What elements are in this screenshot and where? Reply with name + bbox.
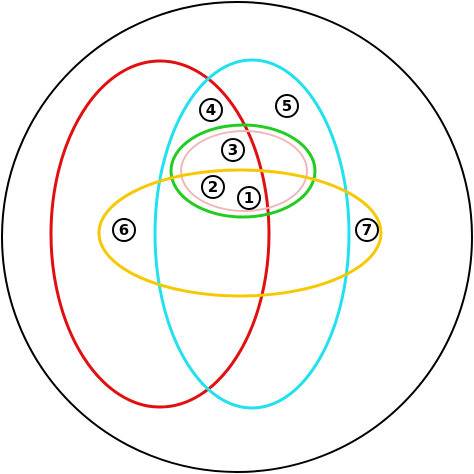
region-label-5: 5: [275, 94, 299, 118]
label-text: 1: [244, 189, 254, 207]
region-label-1: 1: [237, 186, 261, 210]
label-circle: [221, 138, 245, 162]
label-text: 5: [282, 97, 292, 115]
label-text: 7: [362, 221, 372, 239]
label-text: 6: [119, 221, 129, 239]
region-labels: 1 2 3 4 5 6 7: [112, 94, 379, 242]
label-circle: [199, 98, 223, 122]
green-ellipse: [169, 123, 317, 219]
region-label-7: 7: [355, 218, 379, 242]
red-ellipse: [49, 59, 271, 409]
label-text: 2: [208, 178, 218, 196]
yellow-ellipse: [97, 168, 383, 298]
label-circle: [355, 218, 379, 242]
label-circle: [237, 186, 261, 210]
pink-ellipse: [180, 130, 308, 212]
region-label-6: 6: [112, 218, 136, 242]
cyan-ellipse: [153, 58, 351, 410]
region-label-3: 3: [221, 138, 245, 162]
label-text: 4: [206, 101, 216, 119]
label-circle: [201, 175, 225, 199]
label-circle: [275, 94, 299, 118]
region-label-4: 4: [199, 98, 223, 122]
label-text: 3: [228, 141, 238, 159]
label-circle: [112, 218, 136, 242]
region-label-2: 2: [201, 175, 225, 199]
